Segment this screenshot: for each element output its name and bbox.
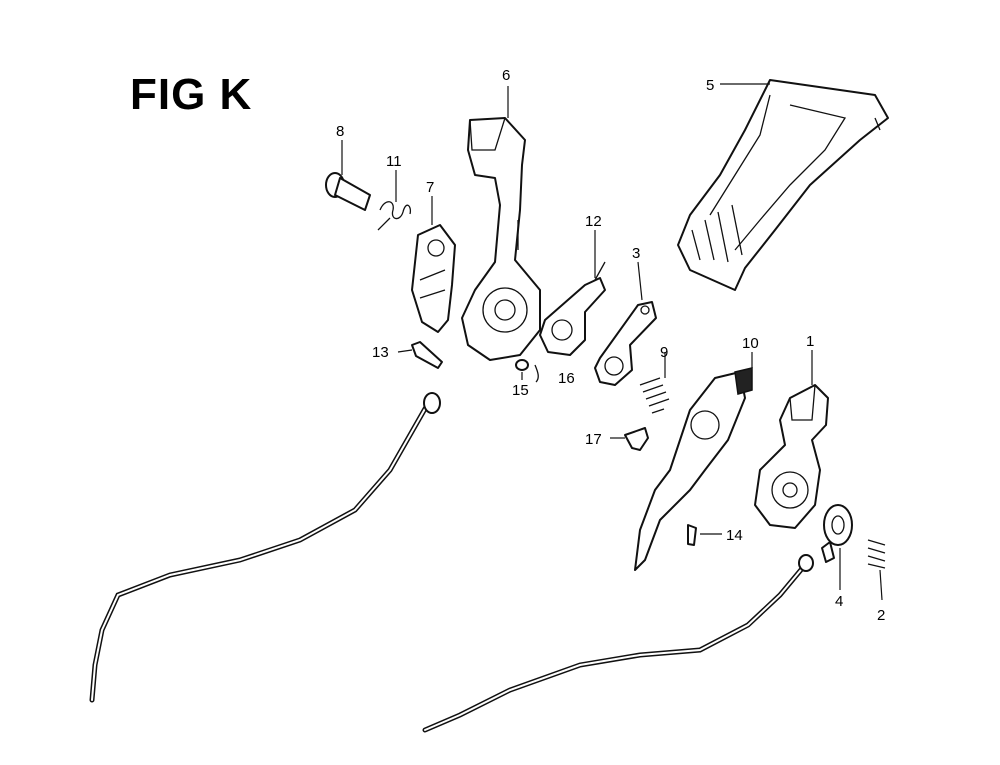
part-5-cover <box>677 79 889 291</box>
callout-4: 4 <box>835 593 843 610</box>
part-16-clip <box>534 364 539 383</box>
part-11-spring <box>377 201 412 231</box>
part-14-screw <box>687 524 697 546</box>
part-3-friction-plate <box>594 301 657 386</box>
callout-11: 11 <box>386 153 402 170</box>
figure-title: FIG K <box>130 70 253 119</box>
part-2-spring <box>867 539 886 569</box>
part-9-spring <box>639 377 670 414</box>
part-17-bolt <box>624 427 649 451</box>
part-10-bracket <box>634 367 753 571</box>
cable-upper <box>89 392 441 703</box>
callout-12: 12 <box>585 213 602 230</box>
callout-8: 8 <box>336 123 344 140</box>
callout-16: 16 <box>558 370 575 387</box>
callout-2: 2 <box>877 607 885 624</box>
part-4-pivot <box>821 504 853 563</box>
part-7-bracket <box>411 224 456 333</box>
callout-7: 7 <box>426 179 434 196</box>
cable-lower <box>422 554 814 733</box>
part-1-lever <box>754 384 829 529</box>
callout-13: 13 <box>372 344 389 361</box>
callout-9: 9 <box>660 344 668 361</box>
callout-15: 15 <box>512 382 529 399</box>
part-15-washer <box>515 359 529 371</box>
part-13-bolt <box>411 341 443 369</box>
callout-1: 1 <box>806 333 814 350</box>
part-12-plate <box>539 261 606 356</box>
part-6-lever <box>461 117 541 361</box>
callout-10: 10 <box>742 335 759 352</box>
callout-6: 6 <box>502 67 510 84</box>
callout-14: 14 <box>726 527 743 544</box>
callout-17: 17 <box>585 431 602 448</box>
leader-lines <box>341 83 883 601</box>
callout-5: 5 <box>706 77 714 94</box>
part-8-pivot-bolt <box>325 172 371 211</box>
callout-3: 3 <box>632 245 640 262</box>
